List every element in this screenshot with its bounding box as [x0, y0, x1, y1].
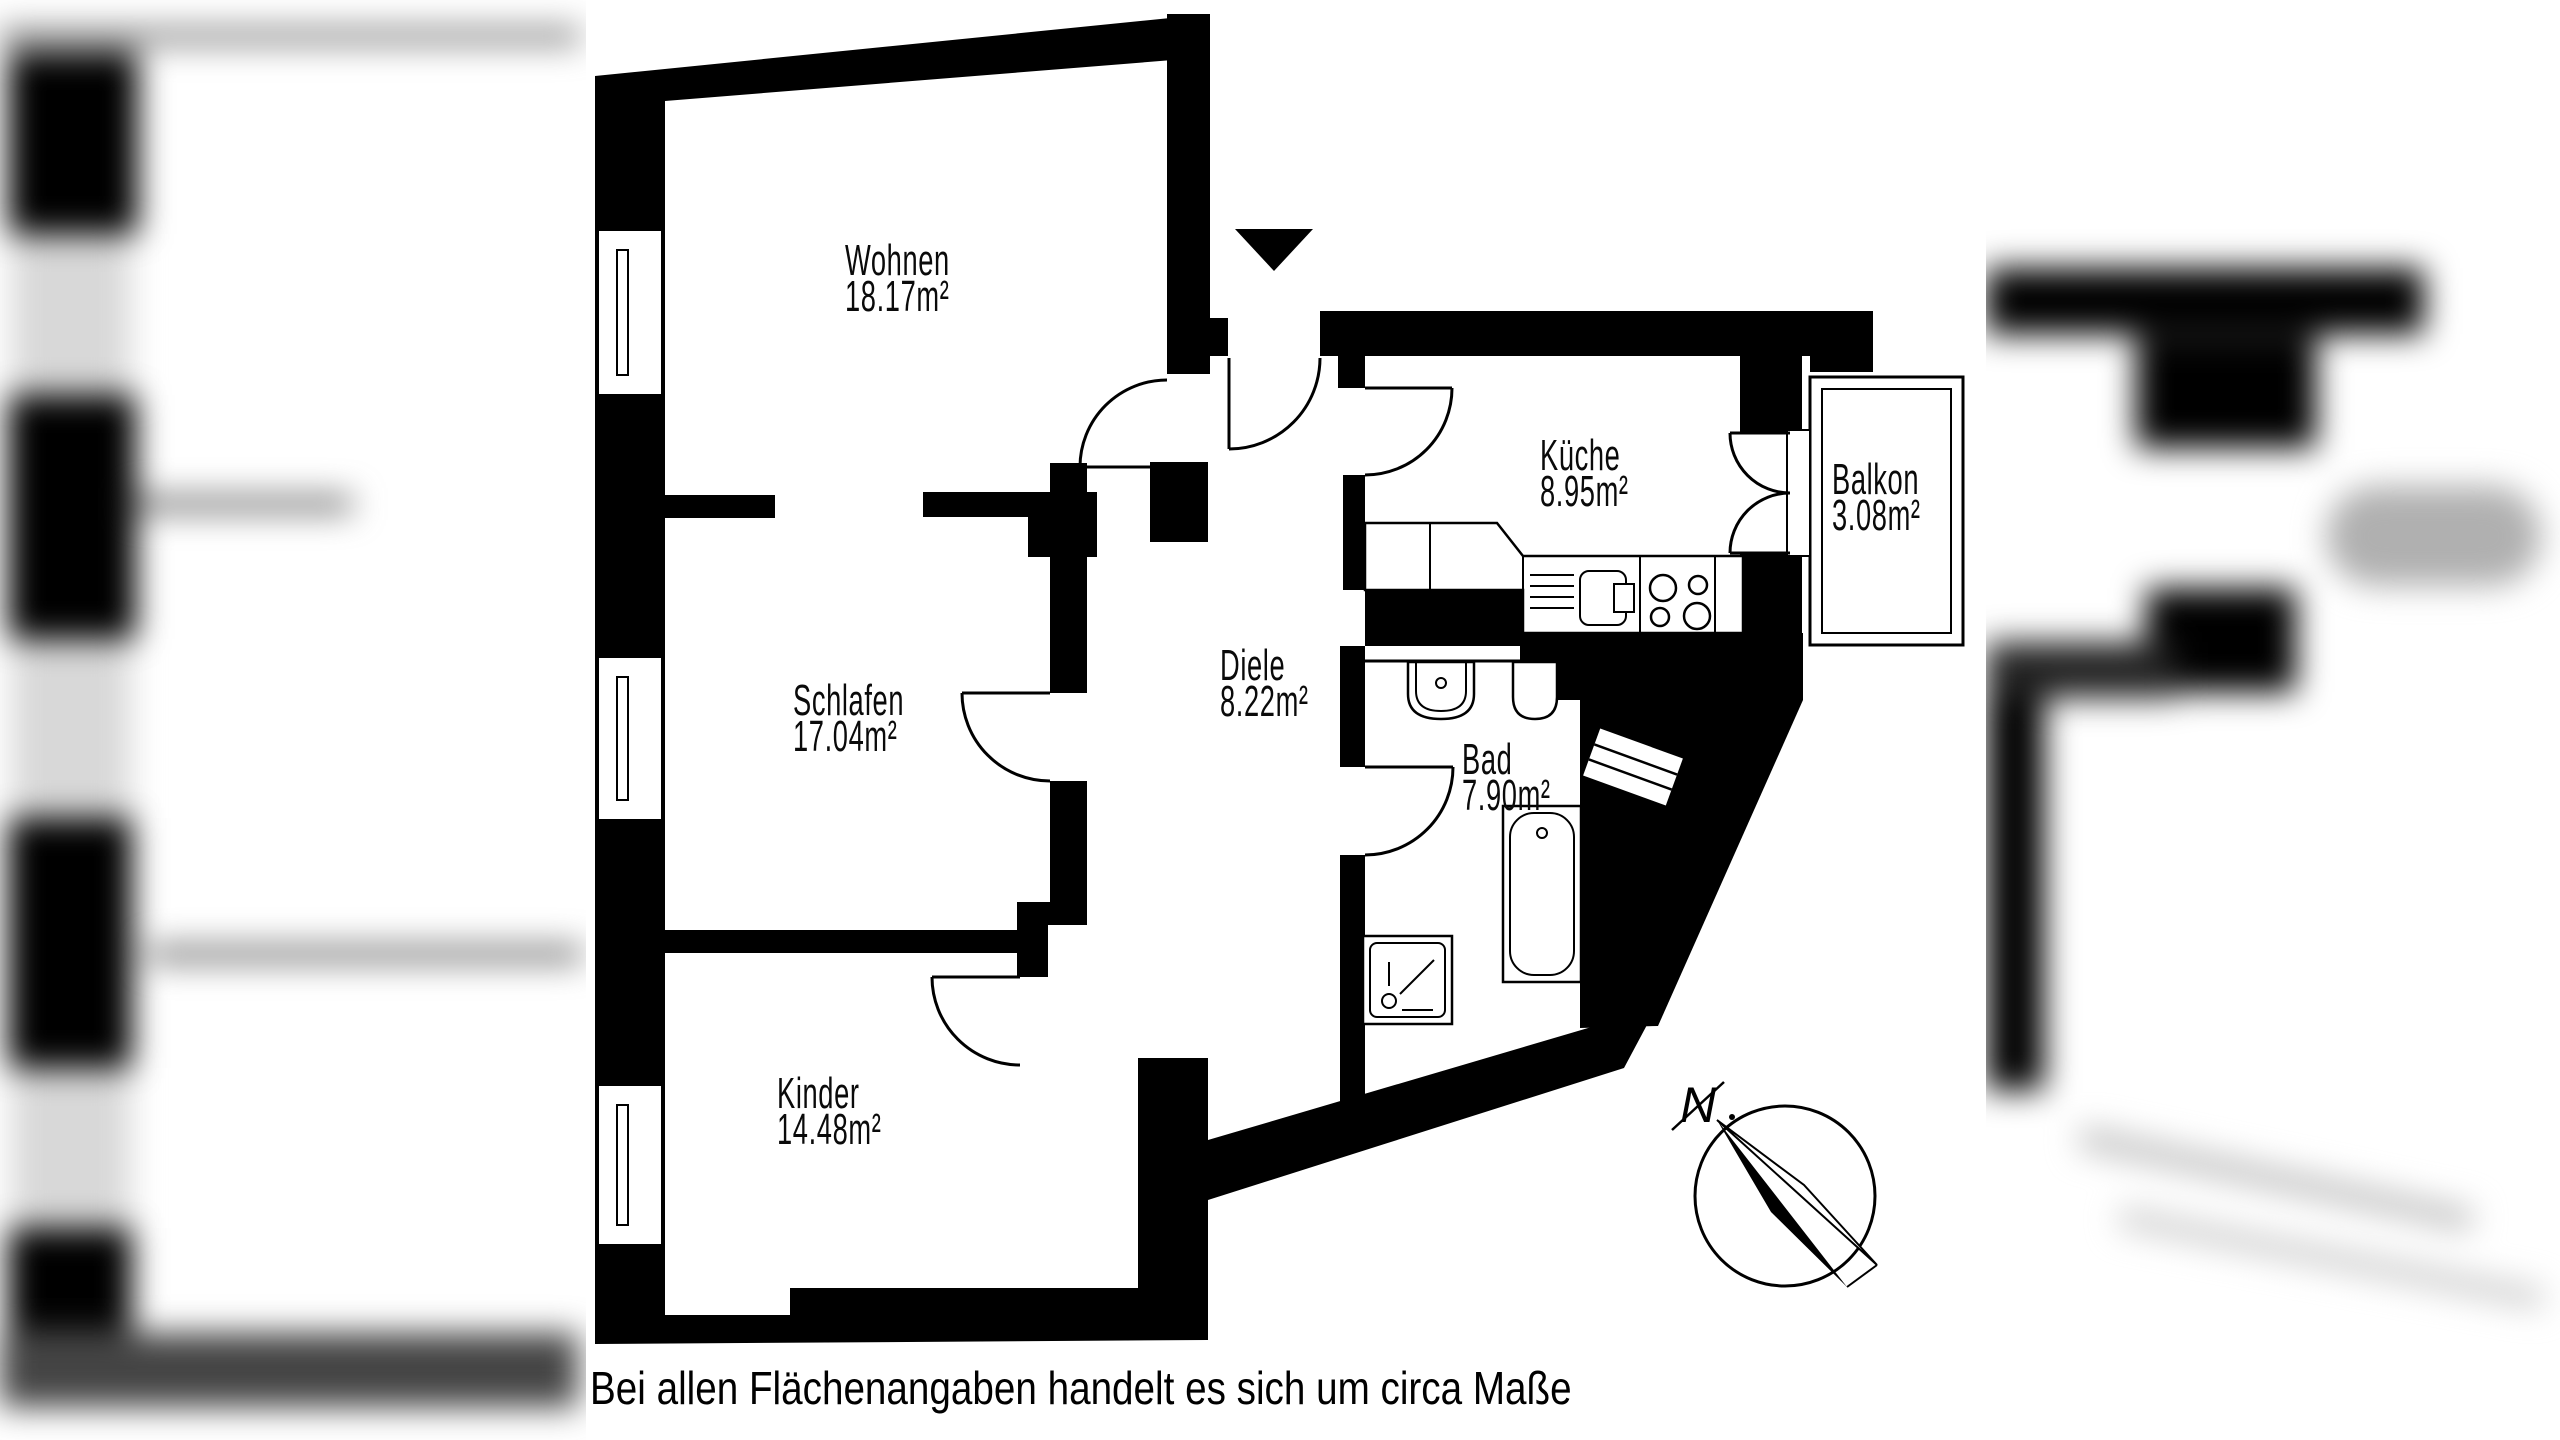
room-area: 3.08m² — [1832, 491, 1921, 540]
disclaimer-text: Bei allen Flächenangaben handelt es sich… — [590, 1362, 1572, 1414]
bathroom-fixtures — [1361, 659, 1583, 1026]
blur-artifacts-left — [0, 0, 586, 1440]
blur-shape — [1986, 642, 2176, 698]
windows-left-wall — [597, 229, 663, 1246]
balcony-door-frame — [1786, 429, 1811, 557]
compass-icon: N — [1671, 1077, 1878, 1288]
wall-jog-bridge — [1017, 902, 1087, 925]
room-area: 14.48m² — [777, 1105, 882, 1154]
wall-wohnen-right — [1167, 14, 1210, 374]
blurred-side-panel-left — [0, 0, 586, 1440]
room-label-kueche: Küche 8.95m² — [1540, 431, 1629, 516]
kitchen-fixtures — [1363, 521, 1745, 635]
wall-bottom-diagonal — [1208, 1008, 1656, 1200]
room-area: 8.22m² — [1220, 677, 1309, 726]
blur-shape — [1986, 268, 2424, 334]
compass-north-label: N — [1680, 1077, 1717, 1133]
room-area: 7.90m² — [1462, 771, 1551, 820]
room-label-schlafen: Schlafen 17.04m² — [793, 676, 905, 761]
wall-kueche-low — [1343, 475, 1365, 590]
room-name: Kinder — [777, 1069, 860, 1118]
room-name: Diele — [1220, 641, 1286, 690]
room-name: Küche — [1540, 431, 1621, 480]
window — [597, 1084, 663, 1246]
entrance-arrow-icon — [1235, 229, 1313, 271]
room-name: Bad — [1462, 735, 1513, 784]
door-balcony-lower — [1728, 491, 1791, 555]
toilet-icon — [1511, 660, 1559, 721]
room-label-kinder: Kinder 14.48m² — [777, 1069, 882, 1154]
room-name: Wohnen — [845, 236, 950, 285]
door-wohnen — [1078, 378, 1168, 469]
wall-bad-left-b — [1340, 855, 1365, 1110]
drying-rack-icon — [1530, 574, 1574, 609]
compass-needle-black — [1717, 1120, 1847, 1287]
room-label-bad: Bad 7.90m² — [1462, 735, 1551, 820]
kitchen-counter — [1363, 521, 1745, 635]
doors — [930, 357, 1791, 1067]
door-entrance — [1227, 357, 1322, 451]
door-schlafen — [960, 691, 1051, 783]
shower-icon — [1361, 934, 1454, 1026]
blur-artifacts-right — [1986, 0, 2560, 1440]
room-label-balkon: Balkon 3.08m² — [1832, 455, 1921, 540]
blur-shape — [150, 946, 582, 962]
wall-wohnen-schlafen-right — [923, 492, 1097, 517]
bathtub-icon — [1501, 804, 1583, 984]
blur-shape — [2326, 486, 2541, 586]
blur-shape — [130, 496, 352, 512]
wall-bad-left-a — [1340, 646, 1365, 767]
window — [597, 229, 663, 396]
wall-block — [1028, 517, 1097, 557]
blur-shape — [8, 818, 132, 1068]
blur-shape — [8, 395, 136, 639]
wall-wohnen-schlafen-left — [665, 495, 775, 518]
blur-shape — [8, 52, 138, 234]
wall-north-band — [1320, 311, 1873, 356]
wall-stub — [1150, 462, 1208, 542]
blur-shape — [2136, 336, 2316, 448]
washbasin-icon — [1406, 660, 1476, 721]
wall-schlafen-kinder — [665, 930, 1017, 953]
wall-step — [1207, 318, 1228, 356]
wall-schlafen-diele-b — [1050, 781, 1087, 902]
door-kueche — [1364, 386, 1454, 477]
room-area: 8.95m² — [1540, 467, 1629, 516]
blur-shape — [1986, 698, 2044, 1090]
counter-dividers — [1429, 523, 1716, 633]
wall-bottom — [595, 1288, 1208, 1344]
balcony-outline — [1808, 375, 1965, 647]
stove-burners-icon — [1648, 573, 1712, 631]
blur-shape — [0, 1333, 578, 1407]
blurred-side-panel-right — [1986, 0, 2560, 1440]
blur-shape — [8, 1228, 132, 1332]
room-area: 18.17m² — [845, 272, 950, 321]
room-name: Schlafen — [793, 676, 905, 725]
blur-shape — [12, 60, 130, 1330]
wall-balcony-pillar-top — [1740, 356, 1802, 433]
room-label-diele: Diele 8.22m² — [1220, 641, 1309, 726]
door-bad — [1364, 765, 1455, 857]
room-area: 17.04m² — [793, 712, 898, 761]
blur-shape — [0, 28, 580, 44]
room-label-wohnen: Wohnen 18.17m² — [845, 236, 950, 321]
wall-top — [595, 14, 1210, 101]
wall-jog-down — [1017, 925, 1048, 977]
wall-kueche-pillar — [1338, 356, 1365, 388]
door-balcony-upper — [1728, 431, 1791, 495]
door-kinder — [930, 975, 1021, 1067]
wall-band-drop — [1810, 356, 1873, 372]
room-name: Balkon — [1832, 455, 1920, 504]
wall-under-counter — [1520, 633, 1803, 700]
wall-balcony-pillar-bottom — [1740, 553, 1802, 633]
window — [597, 656, 663, 821]
kitchen-faucet-icon — [1613, 583, 1635, 613]
compass-needle-white — [1716, 1119, 1878, 1266]
window-bad — [1583, 728, 1683, 806]
